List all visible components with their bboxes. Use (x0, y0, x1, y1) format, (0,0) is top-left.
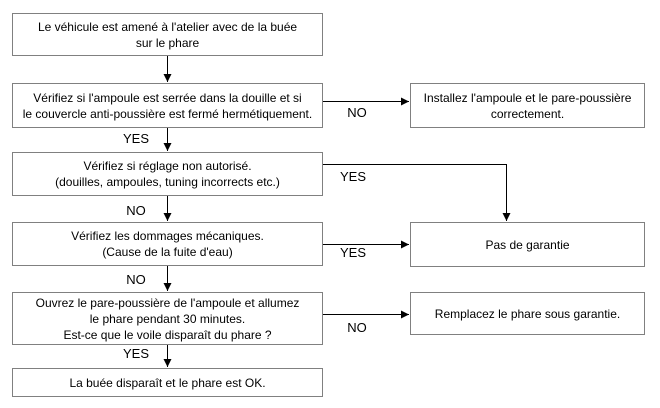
branch-label-no: NO (347, 105, 367, 120)
box-text-line: Est-ce que le voile disparaît du phare ? (63, 327, 272, 342)
box-text-line: le phare pendant 30 minutes. (89, 311, 246, 326)
box-text-line: (Cause de la fuite d'eau) (102, 245, 233, 259)
branch-label-yes: YES (122, 131, 149, 146)
branch-label-yes: YES (339, 169, 366, 184)
flow-box-intake: Le véhicule est amené à l'atelier avec d… (12, 13, 323, 56)
flow-box-no-warranty: Pas de garantie (410, 222, 645, 267)
box-text-line: Pas de garantie (485, 237, 570, 252)
branch-label-no: NO (126, 203, 146, 218)
box-text-line: Remplacez le phare sous garantie. (434, 306, 621, 321)
branch-label-no: NO (347, 320, 367, 335)
flow-box-install-correctly: Installez l'ampoule et le pare-poussière… (410, 83, 645, 128)
branch-label-no: NO (126, 272, 146, 287)
box-text-line: sur le phare (135, 35, 200, 50)
box-text-line: Installez l'ampoule et le pare-poussière (423, 90, 632, 105)
box-text-line: La buée disparaît et le phare est OK. (69, 375, 266, 390)
box-text-line: Vérifiez les dommages mécaniques. (71, 229, 264, 243)
flow-box-check-tuning: Vérifiez si réglage non autorisé. (douil… (12, 152, 323, 196)
box-text-line: Le véhicule est amené à l'atelier avec d… (37, 19, 298, 34)
flow-box-replace-under-warranty: Remplacez le phare sous garantie. (410, 292, 645, 335)
box-text-line: correctement. (490, 106, 565, 121)
box-text-line: Vérifiez si réglage non autorisé. (83, 159, 252, 173)
box-text-line: Vérifiez si l'ampoule est serrée dans la… (33, 90, 302, 105)
flow-box-ok: La buée disparaît et le phare est OK. (12, 368, 323, 397)
connector-checktuning-yes-bend (323, 164, 511, 221)
box-text-line: le couvercle anti-poussière est fermé he… (22, 106, 313, 121)
branch-label-yes: YES (122, 346, 149, 361)
box-text-line: (douilles, ampoules, tuning incorrects e… (55, 175, 280, 189)
flow-box-check-damage: Vérifiez les dommages mécaniques. (Cause… (12, 222, 323, 266)
branch-label-yes: YES (339, 245, 366, 260)
flow-box-check-bulb: Vérifiez si l'ampoule est serrée dans la… (12, 83, 323, 128)
box-text-line: Ouvrez le pare-poussière de l'ampoule et… (35, 295, 300, 310)
flow-box-open-cover: Ouvrez le pare-poussière de l'ampoule et… (12, 292, 323, 345)
